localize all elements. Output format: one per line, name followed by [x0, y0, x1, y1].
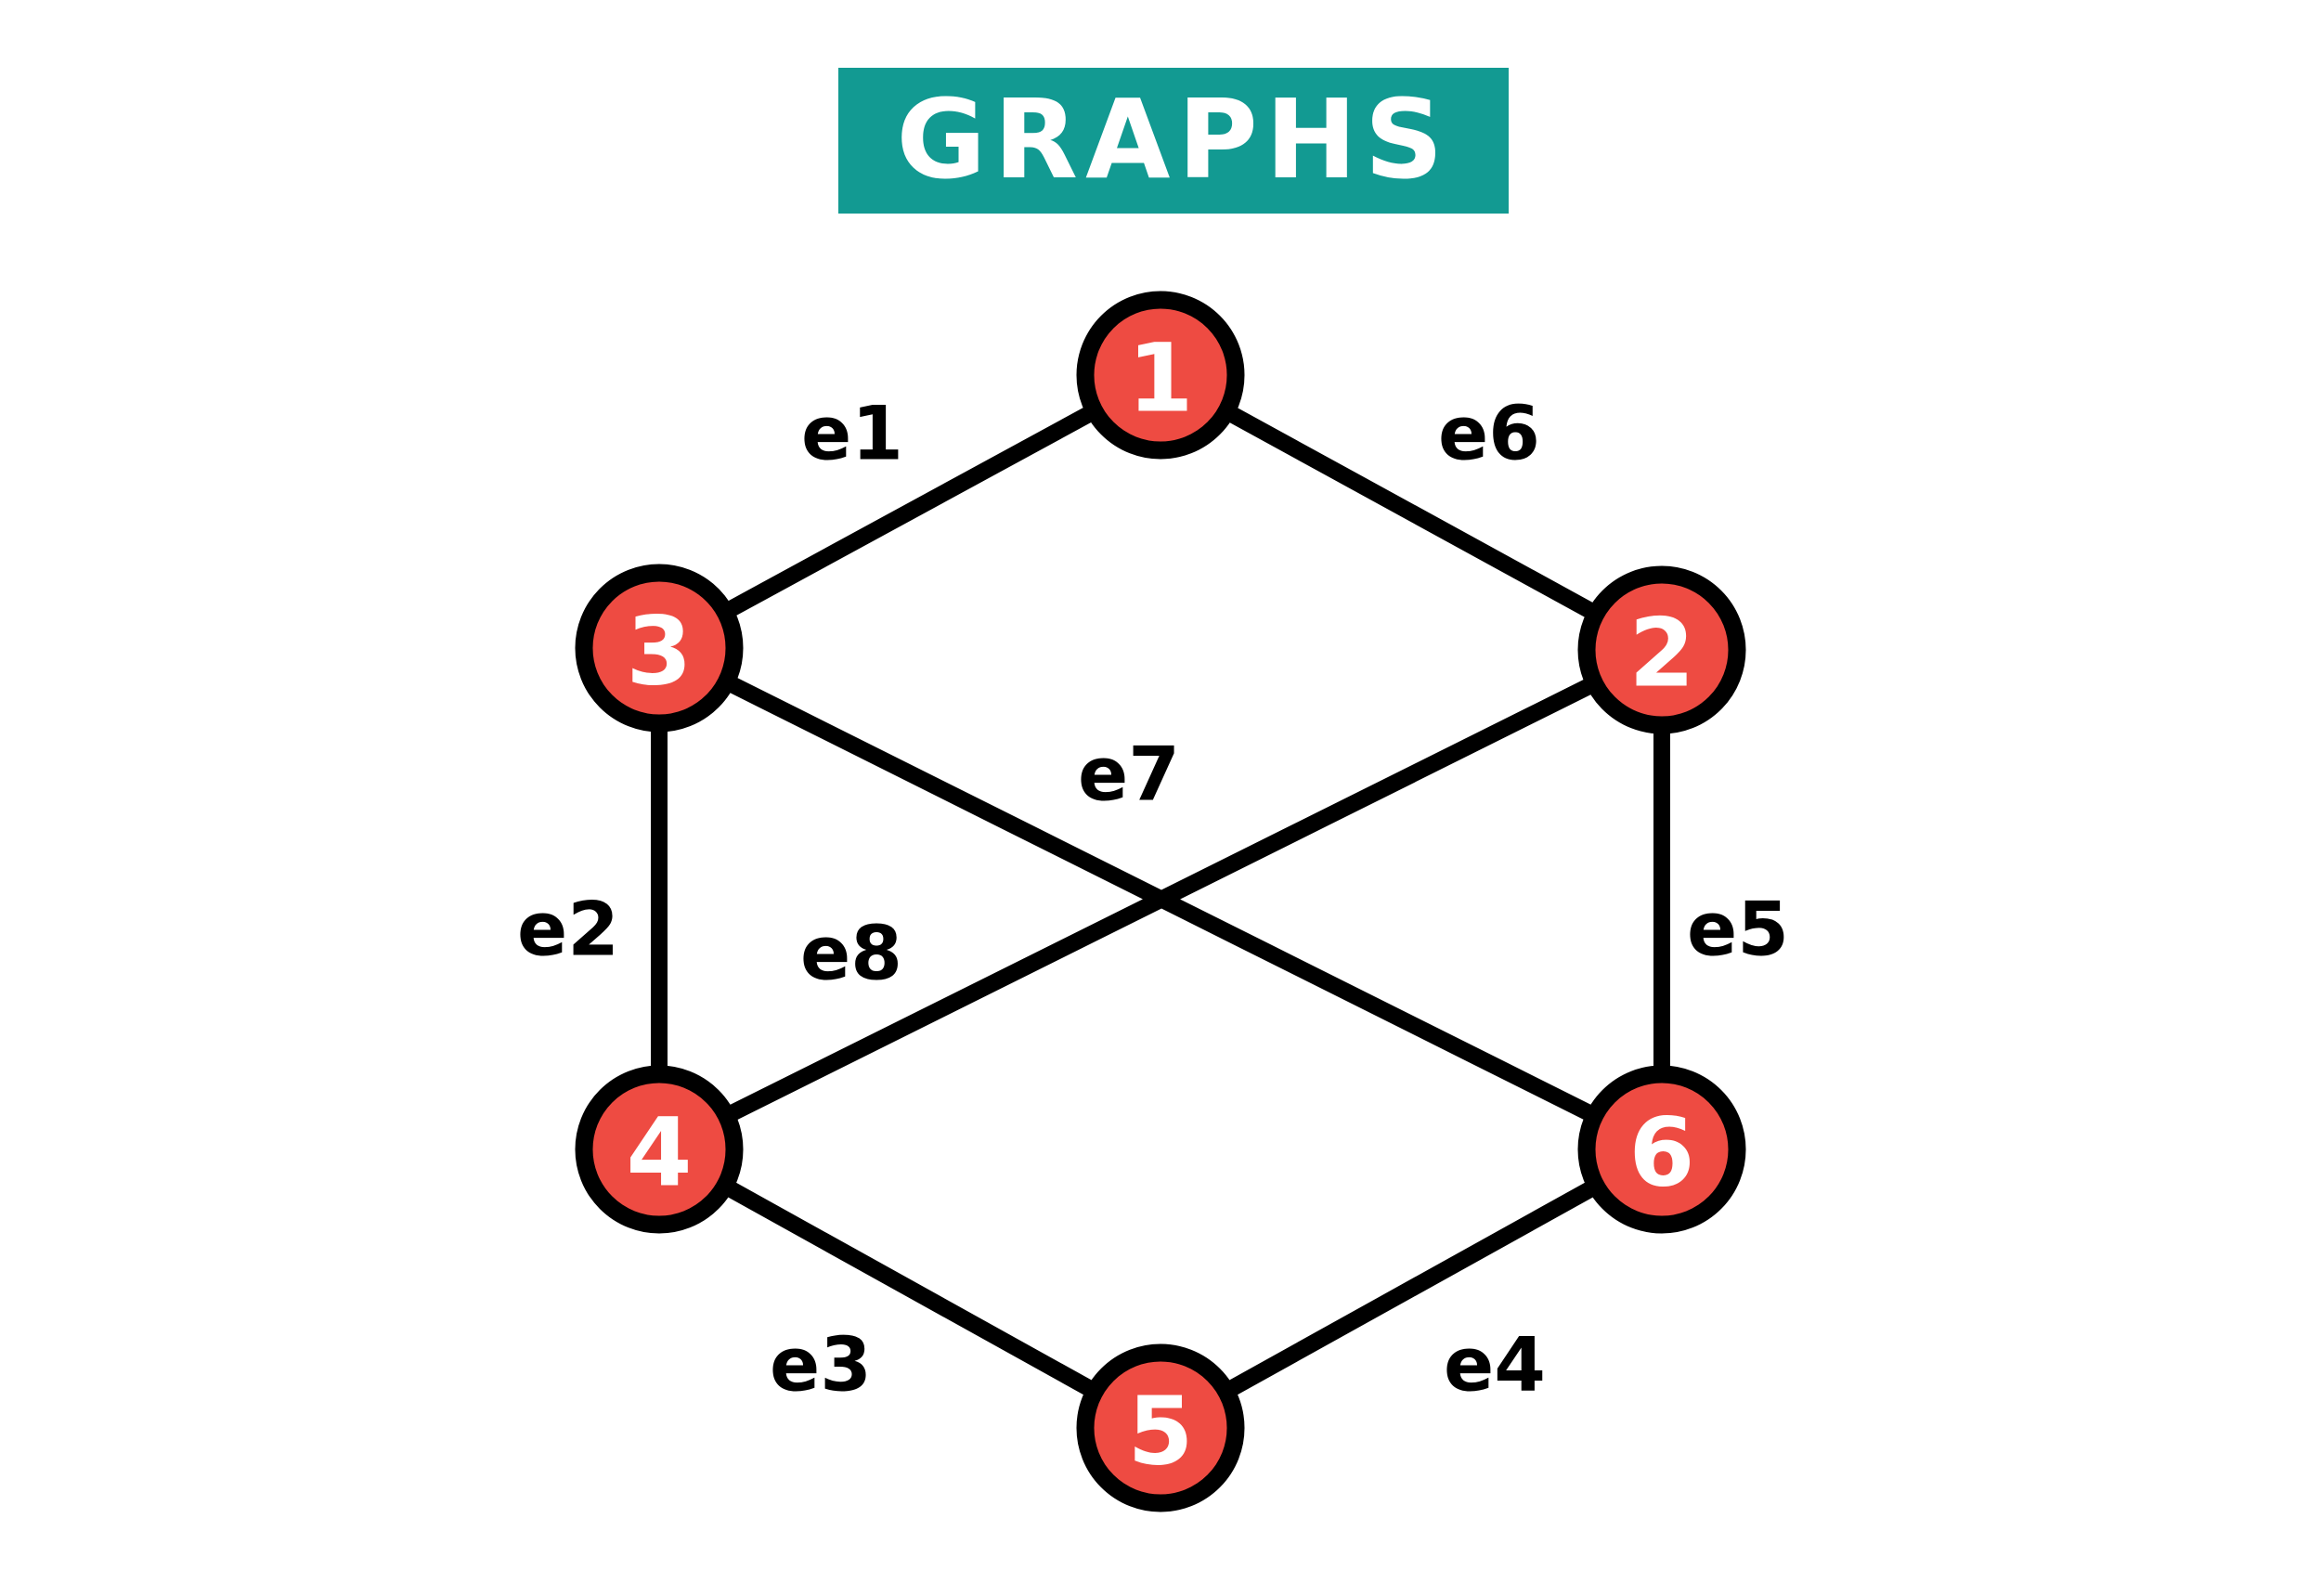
edge-e1	[651, 367, 1169, 656]
node-1-label: 1	[1128, 324, 1194, 435]
node-3-label: 3	[627, 597, 693, 707]
node-4: 4	[575, 1065, 744, 1234]
node-6: 6	[1577, 1065, 1746, 1234]
page-title: GRAPHS	[896, 74, 1451, 203]
edge-label-e5: e5	[1687, 887, 1789, 973]
node-3: 3	[575, 564, 744, 733]
edge-label-e1: e1	[801, 391, 903, 477]
node-2-label: 2	[1629, 599, 1695, 709]
node-5-label: 5	[1128, 1377, 1194, 1487]
edge-e8	[651, 642, 1670, 1158]
edge-e6	[1152, 367, 1670, 658]
title-banner: GRAPHS	[838, 68, 1509, 214]
edge-label-e2: e2	[517, 887, 619, 973]
node-4-circle	[575, 1065, 744, 1234]
node-2-circle	[1577, 565, 1746, 734]
node-6-label: 6	[1629, 1098, 1695, 1209]
node-6-circle	[1577, 1065, 1746, 1234]
node-4-label: 4	[627, 1098, 693, 1209]
node-5: 5	[1076, 1343, 1245, 1512]
edge-label-e3: e3	[770, 1322, 872, 1408]
edge-label-e6: e6	[1438, 391, 1540, 477]
edge-label-e8: e8	[800, 911, 902, 997]
edge-e3	[651, 1141, 1169, 1436]
edge-label-e7: e7	[1078, 732, 1180, 818]
node-2: 2	[1577, 565, 1746, 734]
node-1: 1	[1076, 291, 1245, 460]
node-1-circle	[1076, 291, 1245, 460]
edge-e4	[1152, 1141, 1670, 1436]
node-3-circle	[575, 564, 744, 733]
node-5-circle	[1076, 1343, 1245, 1512]
edge-label-e4: e4	[1444, 1322, 1546, 1408]
